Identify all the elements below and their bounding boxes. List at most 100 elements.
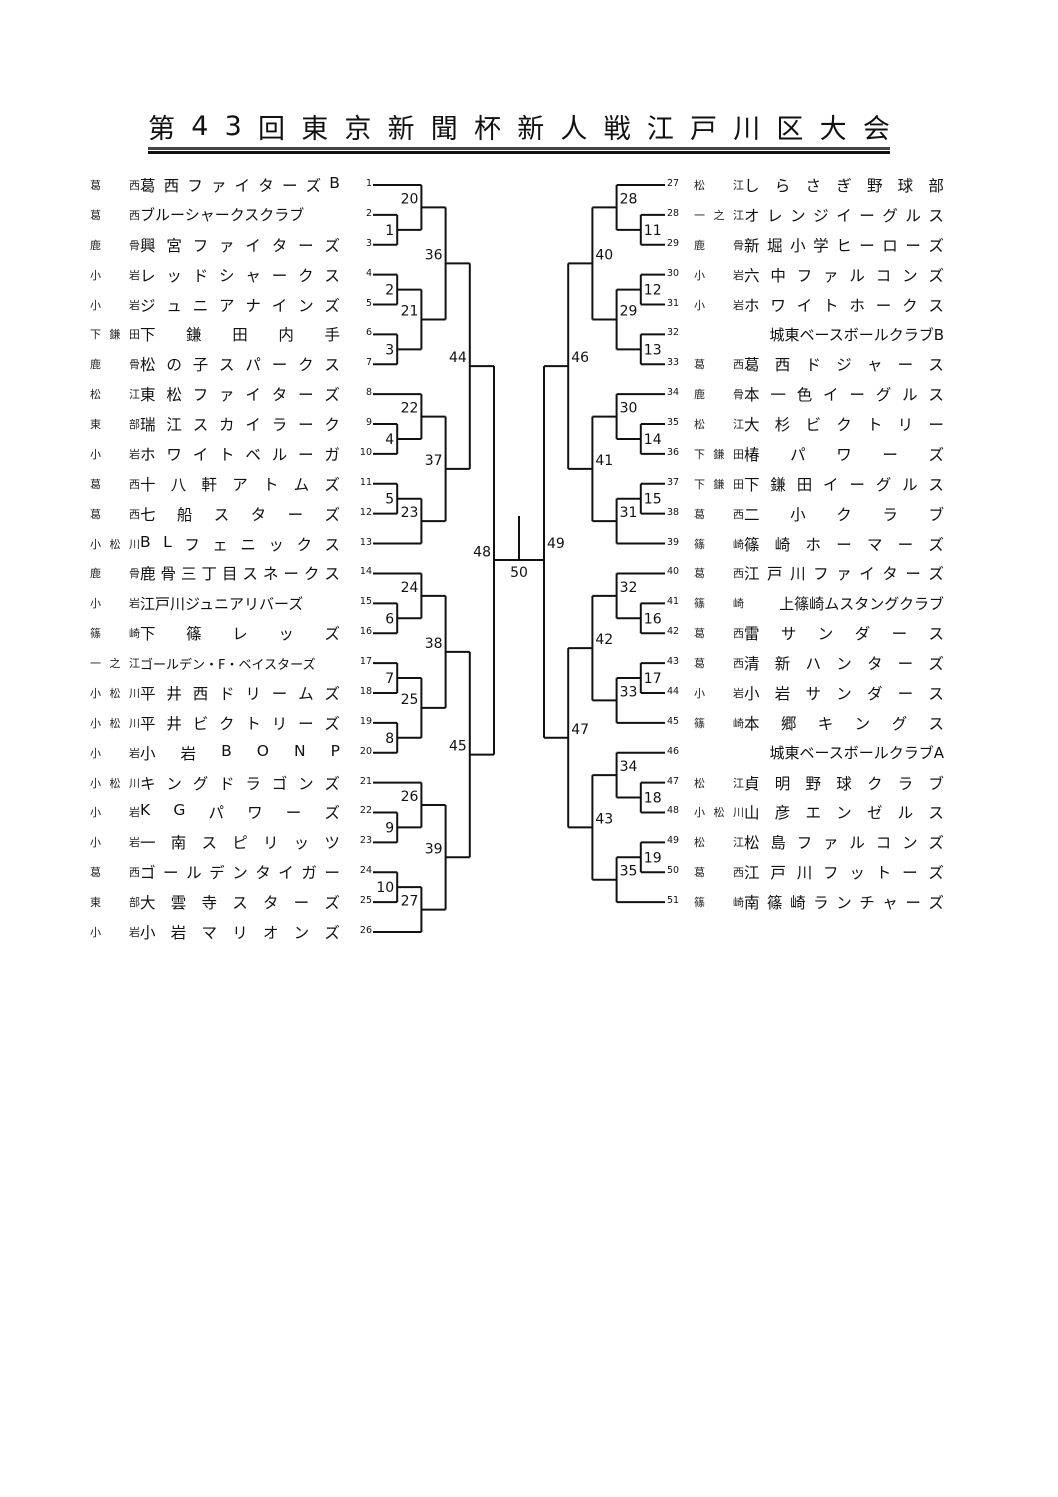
team-name: 鹿骨三丁目スネークス (140, 565, 340, 584)
title-char: 川 (733, 113, 761, 145)
match-number: 35 (620, 864, 638, 880)
team-row: 小岩レッドシャークス (90, 260, 340, 290)
title-char: 第 (148, 113, 175, 145)
team-row: 松江松島ファルコンズ (694, 827, 944, 857)
team-name: しらさぎ野球部 (744, 177, 944, 195)
match-number: 20 (401, 191, 419, 207)
team-name: ゴールデン・F・ベイスターズ (140, 657, 316, 673)
team-row: 下鎌田下鎌田イーグルス (694, 469, 944, 499)
area-label: 葛西 (90, 507, 140, 521)
team-row: 小岩ジュニアナインズ (90, 290, 340, 320)
team-name: 上篠崎ムスタングクラブ (779, 594, 944, 613)
match-number: 29 (620, 303, 638, 319)
match-number: 5 (385, 492, 394, 508)
area-label: 一之江 (90, 657, 140, 671)
team-row: 葛西江戸川ファイターズ (694, 558, 944, 588)
match-number: 9 (385, 820, 394, 836)
team-row: 葛西ブルーシャークスクラブ (90, 200, 340, 230)
team-row: 小松川山彦エンゼルス (694, 797, 944, 827)
match-number: 49 (547, 536, 565, 552)
team-name: 瑞江スカイラーク (140, 416, 340, 435)
team-row: 鹿骨興宮ファイターズ (90, 230, 340, 260)
title-char: 区 (776, 113, 804, 145)
seed-number: 1 (365, 178, 372, 189)
seed-number: 4 (365, 267, 372, 279)
team-row: 葛西雷サンダース (694, 618, 944, 648)
area-label: 鹿骨 (90, 358, 140, 372)
team-name: ジュニアナインズ (140, 296, 340, 315)
team-row: 篠崎下篠レッズ (90, 618, 340, 648)
area-label: 鹿骨 (90, 567, 140, 581)
area-label: 松江 (694, 776, 744, 790)
team-row: 鹿骨新堀小学ヒーローズ (694, 230, 944, 260)
title-char: 戦 (603, 113, 631, 145)
team-name: 本郷キングス (744, 714, 944, 733)
area-label: 小岩 (694, 268, 744, 282)
seed-number: 14 (359, 566, 372, 578)
match-number: 48 (473, 544, 491, 560)
area-label: 篠崎 (694, 716, 744, 730)
area-label: 小松川 (90, 686, 140, 700)
seed-number: 6 (365, 327, 372, 339)
team-name: ホワイトホークス (744, 296, 944, 315)
area-label: 小松川 (90, 716, 140, 730)
team-row: 葛西二小クラブ (694, 499, 944, 529)
seed-number: 16 (359, 626, 372, 638)
match-number: 21 (401, 303, 419, 319)
area-label: 葛西 (90, 208, 140, 222)
title-char: 江 (646, 113, 674, 145)
seed-number: 8 (365, 387, 372, 399)
area-label: 葛西 (694, 866, 744, 880)
match-number: 16 (644, 611, 662, 627)
team-name: 平井ビクトリーズ (140, 714, 340, 733)
seed-number: 30 (667, 267, 680, 279)
team-name: ホワイトベルーガ (140, 445, 340, 464)
seed-number: 38 (667, 506, 680, 518)
team-row: 小松川平井ビクトリーズ (90, 708, 340, 738)
area-label: 小岩 (694, 686, 744, 700)
team-row: 葛西ゴールデンタイガー (90, 857, 340, 887)
seed-number: 5 (365, 297, 372, 309)
team-row: 下鎌田椿パワーズ (694, 439, 944, 469)
title-char: 戸 (690, 113, 718, 145)
tournament-bracket: 1234567891020212223242526273637383944454… (373, 184, 665, 933)
team-row: 松江大杉ビクトリー (694, 409, 944, 439)
title-char: 4 (191, 110, 209, 142)
seed-number: 51 (667, 895, 680, 907)
team-row: 葛西七船スターズ (90, 499, 340, 529)
team-row: 小岩江戸川ジュニアリバーズ (90, 588, 340, 618)
team-row: 篠崎上篠崎ムスタングクラブ (694, 588, 944, 618)
team-row: 城東ベースボールクラブB (694, 319, 944, 349)
team-name: 篠崎ホーマーズ (744, 535, 944, 554)
area-label: 小岩 (90, 836, 140, 850)
match-number: 36 (425, 247, 443, 263)
seed-number: 27 (667, 178, 680, 189)
area-label: 東部 (90, 896, 140, 910)
team-name: 二小クラブ (744, 505, 944, 524)
team-row: 小岩一南スピリッツ (90, 827, 340, 857)
seed-number: 32 (667, 327, 680, 339)
seed-number: 48 (667, 805, 680, 817)
team-row: 鹿骨松の子スパークス (90, 349, 340, 379)
team-row: 葛西清新ハンターズ (694, 648, 944, 678)
team-row: 小岩小岩マリオンズ (90, 917, 340, 947)
team-row: 小岩小岩サンダース (694, 678, 944, 708)
match-number: 4 (385, 432, 394, 448)
team-name: 雷サンダース (744, 625, 944, 644)
seed-number: 34 (667, 387, 680, 399)
seed-number: 40 (667, 566, 680, 578)
seed-number: 19 (359, 715, 372, 727)
team-name: 江戸川フットーズ (744, 864, 944, 883)
area-label: 小岩 (90, 926, 140, 939)
area-label: 小松川 (90, 776, 140, 790)
seed-number: 18 (359, 685, 372, 697)
team-row: 葛西江戸川フットーズ (694, 857, 944, 887)
seed-number: 9 (365, 417, 372, 429)
team-row: 東部瑞江スカイラーク (90, 409, 340, 439)
match-number: 30 (620, 401, 638, 417)
match-number: 39 (425, 841, 443, 857)
team-row: 小岩ホワイトホークス (694, 290, 944, 320)
match-number: 3 (385, 342, 394, 358)
